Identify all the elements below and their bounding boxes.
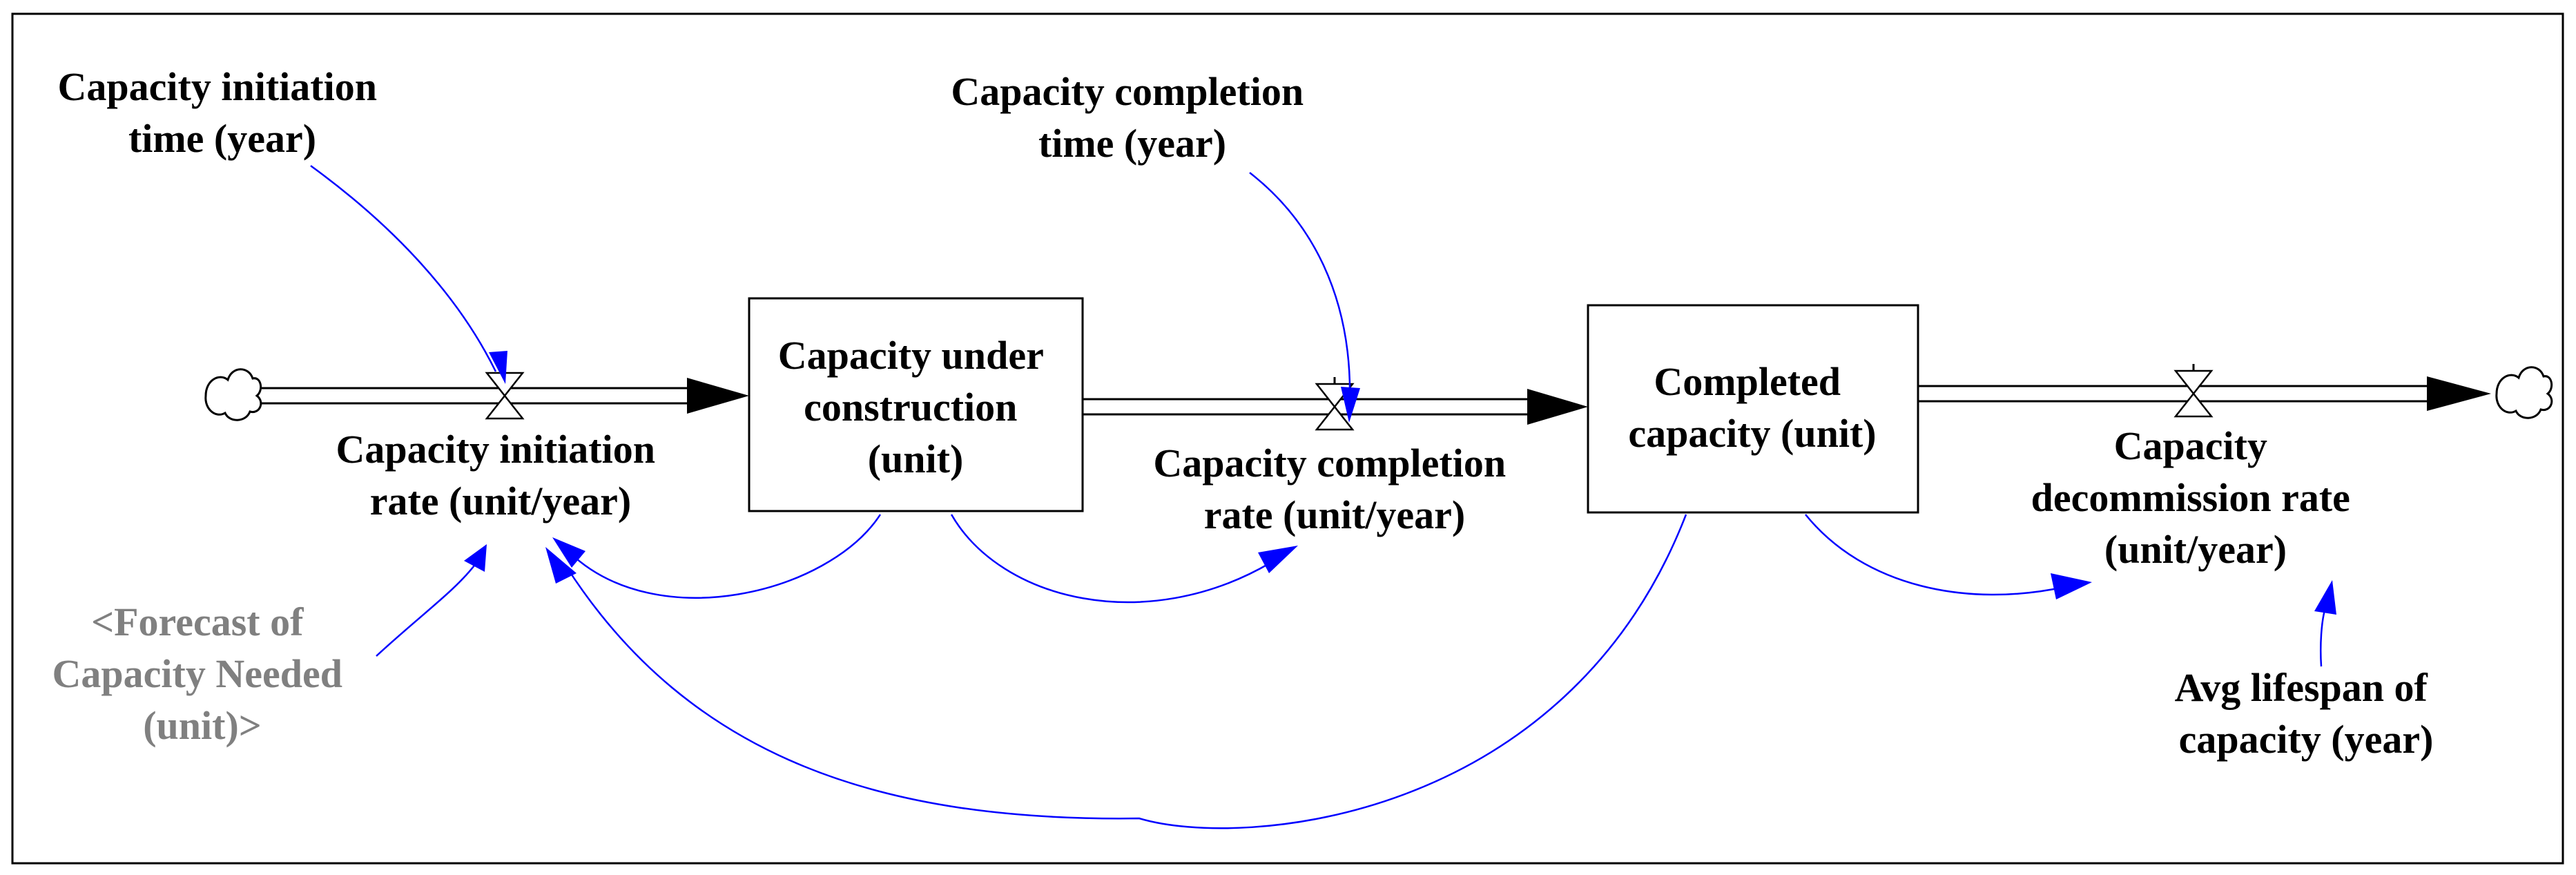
aux-avg-lifespan-of-capacity-label[interactable]: Avg lifespan of capacity (year): [2175, 665, 2438, 762]
arrowhead: [2314, 580, 2336, 615]
aux-capacity-initiation-time-label[interactable]: Capacity initiation time (year): [58, 64, 387, 161]
label-line: time (year): [128, 116, 316, 161]
label-line: Capacity initiation: [336, 427, 655, 472]
link-completed-capacity-to-decommission-rate: [1805, 514, 2065, 596]
arrowhead: [464, 544, 487, 572]
label-line: Capacity initiation: [58, 64, 377, 109]
label-line: time (year): [1038, 121, 1226, 166]
source-cloud-icon: [204, 368, 262, 421]
link-under-construction-to-initiation-rate: [569, 514, 882, 599]
label-line: Avg lifespan of: [2175, 665, 2428, 710]
flow-capacity-decommission-rate-label[interactable]: Capacity decommission rate (unit/year): [2031, 423, 2361, 572]
stock-completed-capacity[interactable]: [1587, 304, 1919, 514]
label-line: rate (unit/year): [370, 479, 631, 523]
arrowhead: [1341, 387, 1360, 423]
flow-capacity-completion-rate-label[interactable]: Capacity completion rate (unit/year): [1153, 441, 1515, 537]
label-line: capacity (year): [2179, 717, 2434, 762]
link-lifespan-to-decommission-rate: [2320, 607, 2327, 667]
arrowhead: [552, 537, 585, 568]
label-line: Capacity completion: [1153, 441, 1506, 485]
label-line: decommission rate: [2031, 475, 2350, 520]
link-completion-time-to-completion-rate: [1249, 172, 1351, 401]
flow-capacity-initiation-rate-label[interactable]: Capacity initiation rate (unit/year): [336, 427, 666, 523]
label-line: (unit)>: [143, 703, 262, 748]
label-line: (unit): [868, 436, 964, 481]
link-under-construction-to-completion-rate: [950, 514, 1271, 604]
label-line: Completed: [1654, 359, 1841, 404]
stock-capacity-under-construction[interactable]: [748, 297, 1084, 512]
label-line: rate (unit/year): [1204, 492, 1465, 537]
shadow-forecast-of-capacity-needed-label[interactable]: <Forecast of Capacity Needed (unit)>: [52, 599, 353, 748]
label-line: (unit/year): [2104, 527, 2287, 572]
sink-cloud-icon: [2495, 366, 2553, 419]
label-line: construction: [804, 385, 1017, 430]
arrowhead: [2051, 573, 2092, 599]
flow-pipe-initiation: [254, 378, 749, 414]
label-line: <Forecast of: [91, 599, 304, 644]
flow-pipe-decommission: [1918, 376, 2491, 411]
label-line: capacity (unit): [1628, 411, 1876, 456]
label-line: Capacity completion: [951, 69, 1304, 114]
label-line: Capacity: [2114, 423, 2267, 468]
link-initiation-time-to-initiation-rate: [310, 164, 497, 372]
valve-icon-decommission[interactable]: [2173, 364, 2214, 418]
label-line: Capacity Needed: [52, 651, 342, 696]
link-completed-capacity-to-initiation-rate: [565, 514, 1687, 829]
arrowhead: [489, 351, 507, 384]
stock-completed-capacity-label: Completed capacity (unit): [1628, 359, 1876, 456]
arrowhead: [545, 547, 577, 584]
flow-pipe-completion: [1083, 389, 1588, 425]
label-line: Capacity under: [778, 333, 1043, 378]
aux-capacity-completion-time-label[interactable]: Capacity completion time (year): [951, 69, 1313, 166]
diagram-frame: [11, 12, 2564, 865]
link-forecast-to-initiation-rate: [376, 562, 477, 657]
stock-capacity-under-construction-label: Capacity under construction (unit): [778, 333, 1054, 481]
arrowhead: [1258, 546, 1298, 573]
